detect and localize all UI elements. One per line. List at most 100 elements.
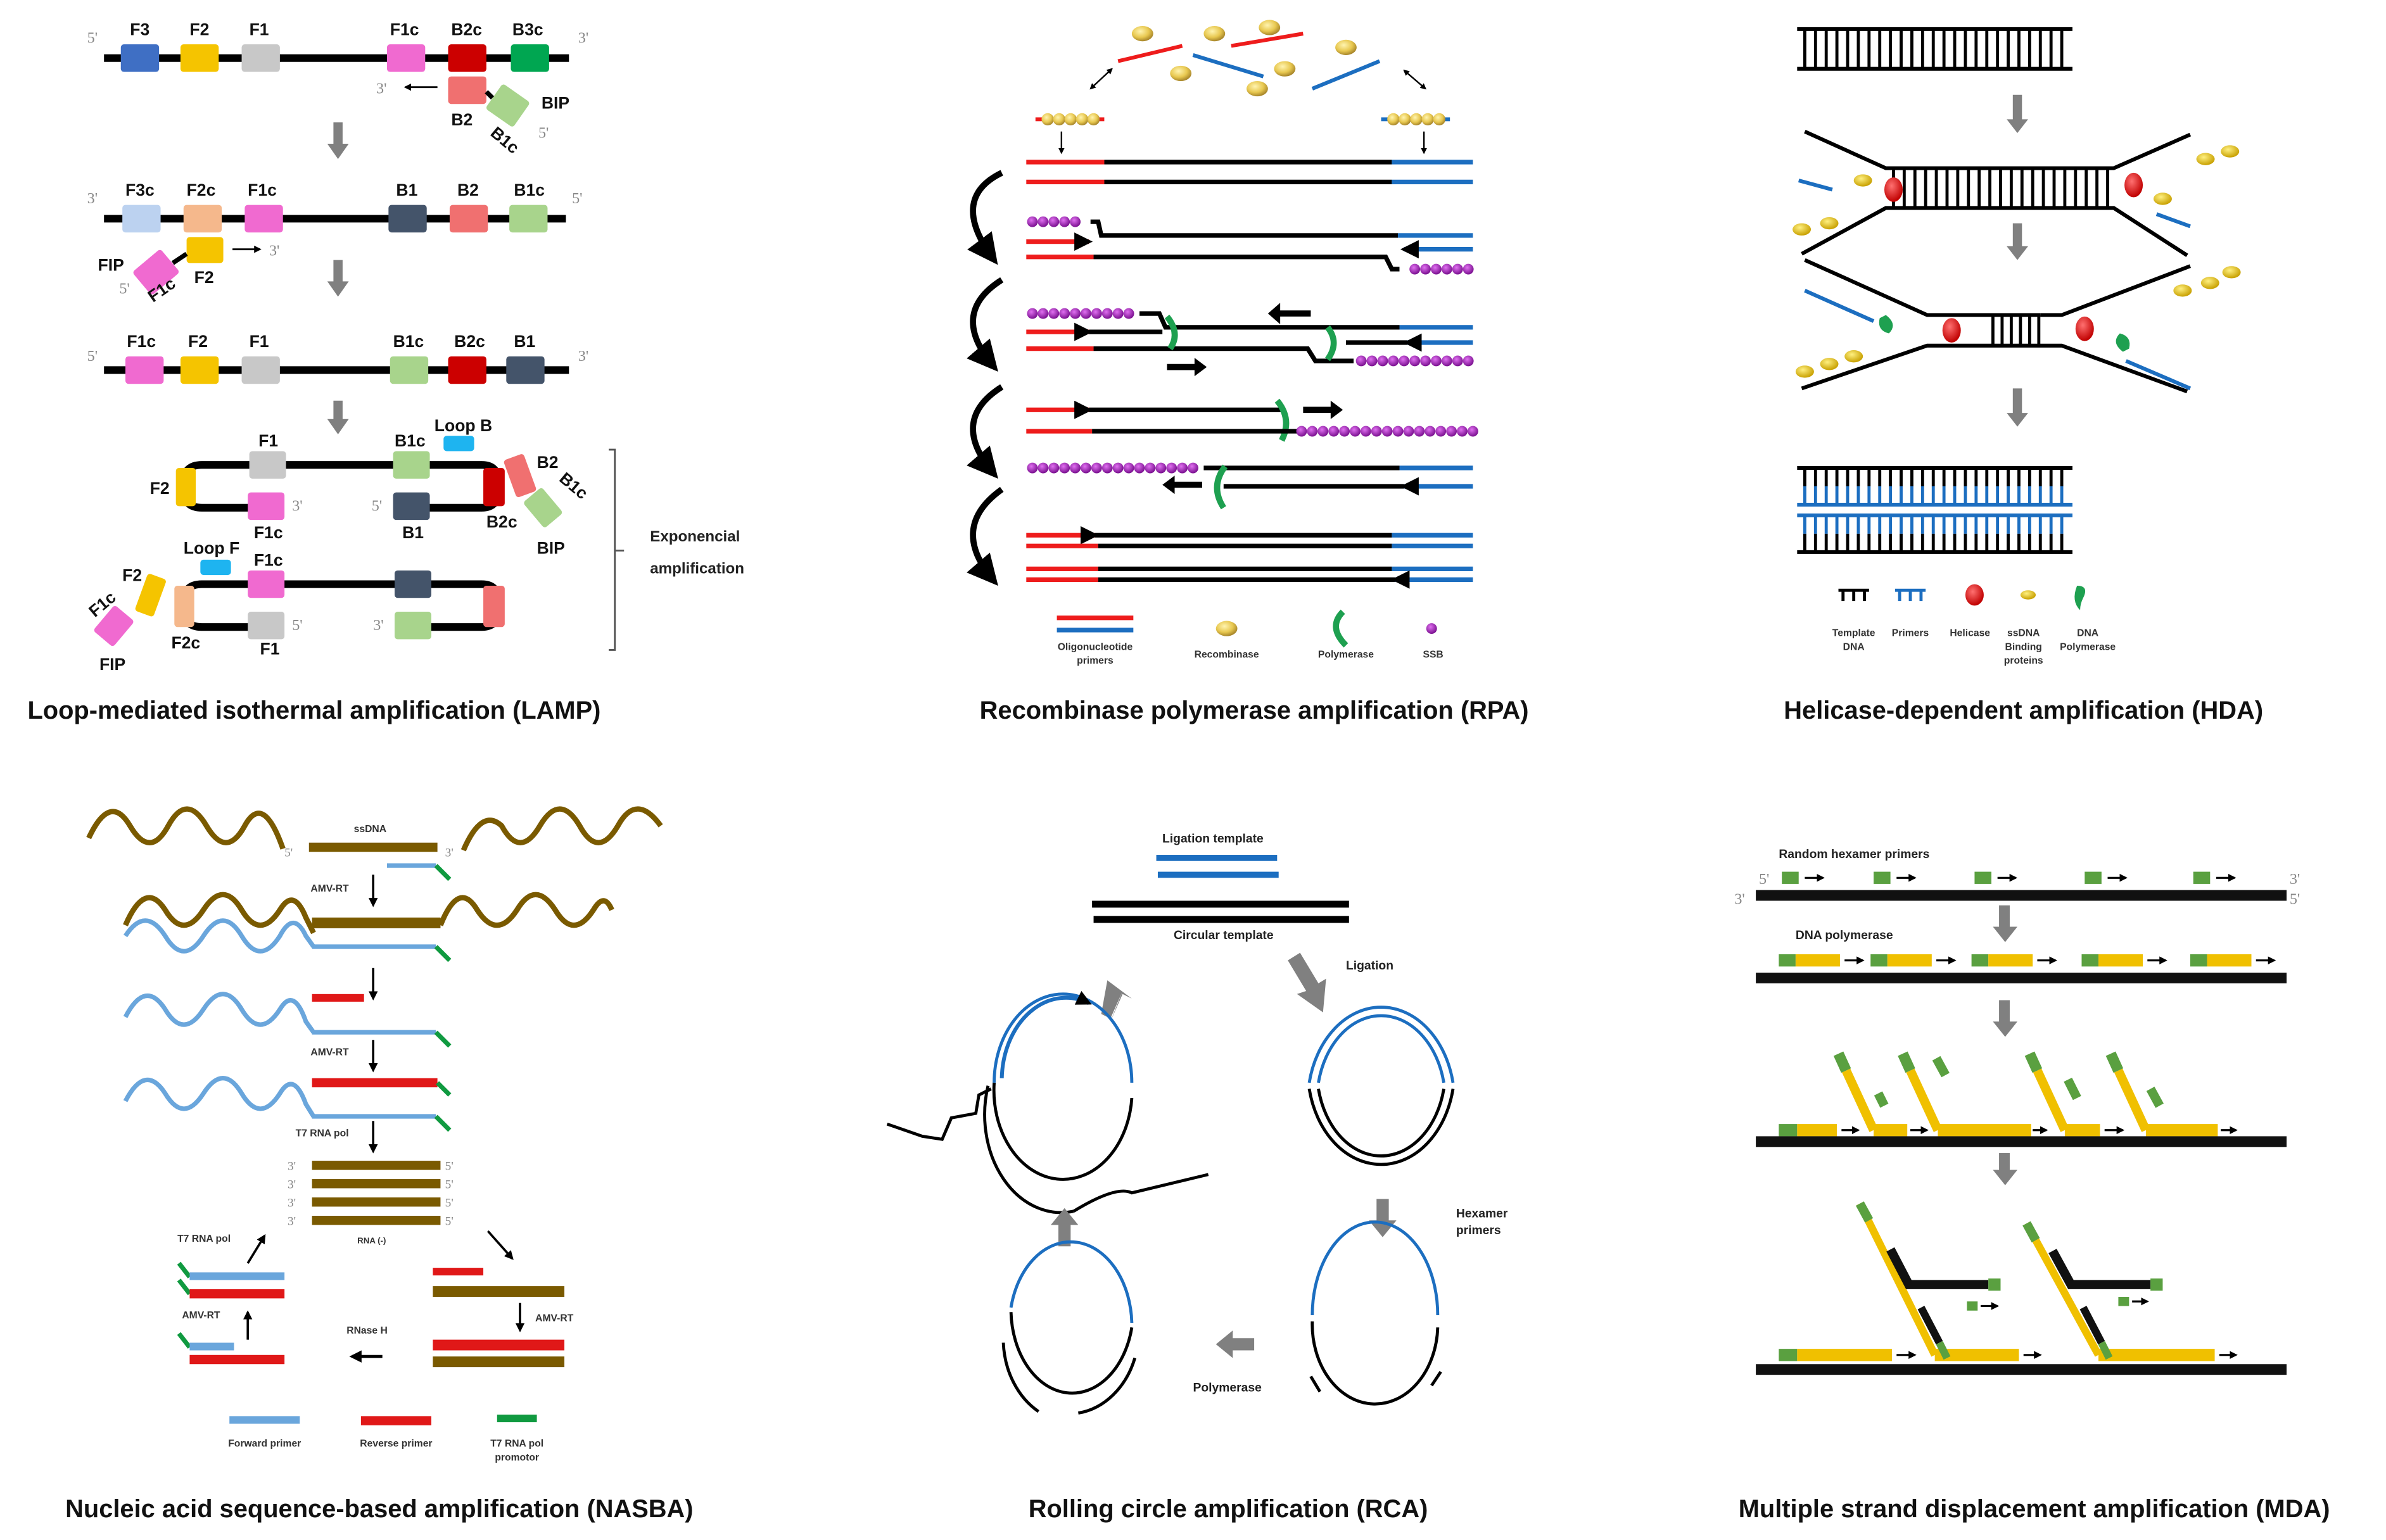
segment-label: B1c: [393, 332, 424, 351]
new-strand: [2098, 1349, 2215, 1361]
ssb-icon: [1366, 355, 1378, 367]
up-arrow-icon: [1050, 1208, 1079, 1247]
prime-label: 3': [1734, 890, 1744, 907]
prime-label: 5': [538, 124, 549, 141]
segment-B1: [506, 356, 545, 384]
ssb-icon: [1027, 308, 1038, 319]
recombinase-icon: [1215, 621, 1238, 636]
segment-label: B3c: [512, 20, 543, 39]
helicase-icon: [1965, 584, 1984, 606]
rpa-panel: Oligonucleotide primers Recombinase Poly…: [967, 20, 1528, 724]
legend-label: Primers: [1892, 628, 1929, 639]
polymerase-icon: [1164, 314, 1178, 351]
fip-f1c-block: [94, 605, 134, 647]
black-arc: [1307, 1089, 1455, 1166]
ligation-template-strand: [1157, 871, 1279, 878]
panel-title-mda: Multiple strand displacement amplificati…: [1739, 1495, 2330, 1523]
cycle-arrow-icon: [967, 384, 1004, 479]
ssb-icon: [1296, 426, 1307, 437]
label: B2c: [486, 512, 517, 531]
label: F2: [122, 566, 142, 585]
rna-bar: [312, 1179, 441, 1189]
ssb-icon: [1027, 216, 1038, 227]
segment-F1: [241, 44, 280, 72]
template-dna-icon: [1838, 588, 1869, 602]
label: B2: [537, 453, 559, 472]
bip-b1c-label: B1c: [487, 123, 523, 157]
rna-bar: [433, 1356, 565, 1368]
ssb-icon: [1177, 462, 1188, 474]
t7-promoter: [177, 1261, 192, 1278]
diagonal-arrow-icon: [246, 1234, 266, 1264]
fip-f2-label: F2: [194, 268, 214, 287]
cycle-arrow-icon: [967, 170, 1003, 265]
prime-label: 3': [2290, 871, 2300, 888]
ssb-icon: [1409, 355, 1421, 367]
bip-b2-block: [448, 76, 486, 104]
prime-label: 5': [284, 846, 293, 859]
cycle-arrow-icon: [967, 277, 1004, 372]
cycle-arrow-icon: [967, 486, 1004, 586]
prime-label: 5': [445, 1215, 454, 1228]
ssb-icon: [1027, 462, 1038, 474]
rna-wave: [438, 892, 614, 928]
prime-label: 3': [288, 1160, 296, 1173]
hda-template-dsdna: [1797, 27, 2072, 71]
ssb-icon: [1048, 216, 1060, 227]
ssb-icon: [1381, 426, 1393, 437]
reverse-primer: [433, 1268, 484, 1276]
prime-label: 5': [2290, 890, 2300, 907]
bip-b1c-block: [524, 488, 562, 527]
ssb-icon: [1081, 462, 1091, 474]
recombinase-icon: [1076, 113, 1089, 126]
legend-label: Recombinase: [1195, 649, 1259, 660]
segment-B3c: [511, 44, 549, 72]
forward-primer: [189, 1272, 285, 1280]
hexamer-primer: [2190, 954, 2207, 967]
ssb-icon: [1070, 216, 1081, 227]
label: Loop B: [435, 416, 492, 435]
hda-products: [1797, 466, 2072, 554]
cdna-wave: [123, 1076, 316, 1118]
step-arrow-icon: [1993, 1152, 2018, 1185]
new-strand: [1887, 954, 1932, 967]
ssb-icon: [1414, 426, 1425, 437]
hexamer-primer: [1430, 1370, 1442, 1387]
recombinase-pool: [1089, 20, 1427, 97]
label: B1c: [556, 469, 592, 503]
prime-label: 5': [87, 348, 98, 365]
gray-arrow-icon: [1288, 952, 1326, 1013]
prime-label: 3': [292, 498, 302, 515]
rna-minus-label: RNA (-): [357, 1235, 386, 1245]
segment-F1c: [248, 570, 285, 598]
recombinase-icon: [1087, 113, 1100, 126]
panel-title-hda: Helicase-dependent amplification (HDA): [1784, 697, 2263, 724]
hexamer-primer: [2150, 1278, 2163, 1291]
ssb-icon: [1457, 426, 1468, 437]
segment-label: F1c: [390, 20, 419, 39]
rna-wave: [460, 806, 663, 852]
prime-label: 3': [373, 617, 383, 634]
ssdna-binding-protein-icon: [2020, 590, 2036, 600]
bip-label: BIP: [542, 93, 569, 112]
new-strand: [1988, 954, 2033, 967]
ssb-icon: [1038, 216, 1049, 227]
hexamer-primer: [1779, 954, 1796, 967]
dna-strand: [1139, 311, 1400, 330]
reverse-primer: [189, 1354, 285, 1365]
lamp-panel: 5' 3' F3 F2 F1 F1c B2c B3c 3' B2 B1c BIP…: [27, 20, 744, 725]
ssb-icon: [1070, 308, 1081, 319]
ssdna-binding-protein-icon: [2222, 266, 2241, 279]
ssb-icon: [1388, 355, 1399, 367]
reverse-primer-icon: [360, 1416, 431, 1425]
new-strand: [2145, 1124, 2218, 1137]
ssdna-binding-protein-icon: [1820, 217, 1839, 230]
rna-wave: [86, 806, 286, 850]
label: F1c: [254, 523, 283, 542]
dna-strand: [179, 580, 503, 631]
panel-title-nasba: Nucleic acid sequence-based amplificatio…: [65, 1495, 693, 1523]
lamp-dumbbell-1: F2 F1 F1c 3' B1c Loop B 5' B1 B2c B2 B1c…: [150, 416, 592, 557]
segment-F1c: [386, 44, 426, 72]
dna-polymerase-label: DNA polymerase: [1796, 929, 1893, 942]
helicase-icon: [2075, 316, 2094, 341]
